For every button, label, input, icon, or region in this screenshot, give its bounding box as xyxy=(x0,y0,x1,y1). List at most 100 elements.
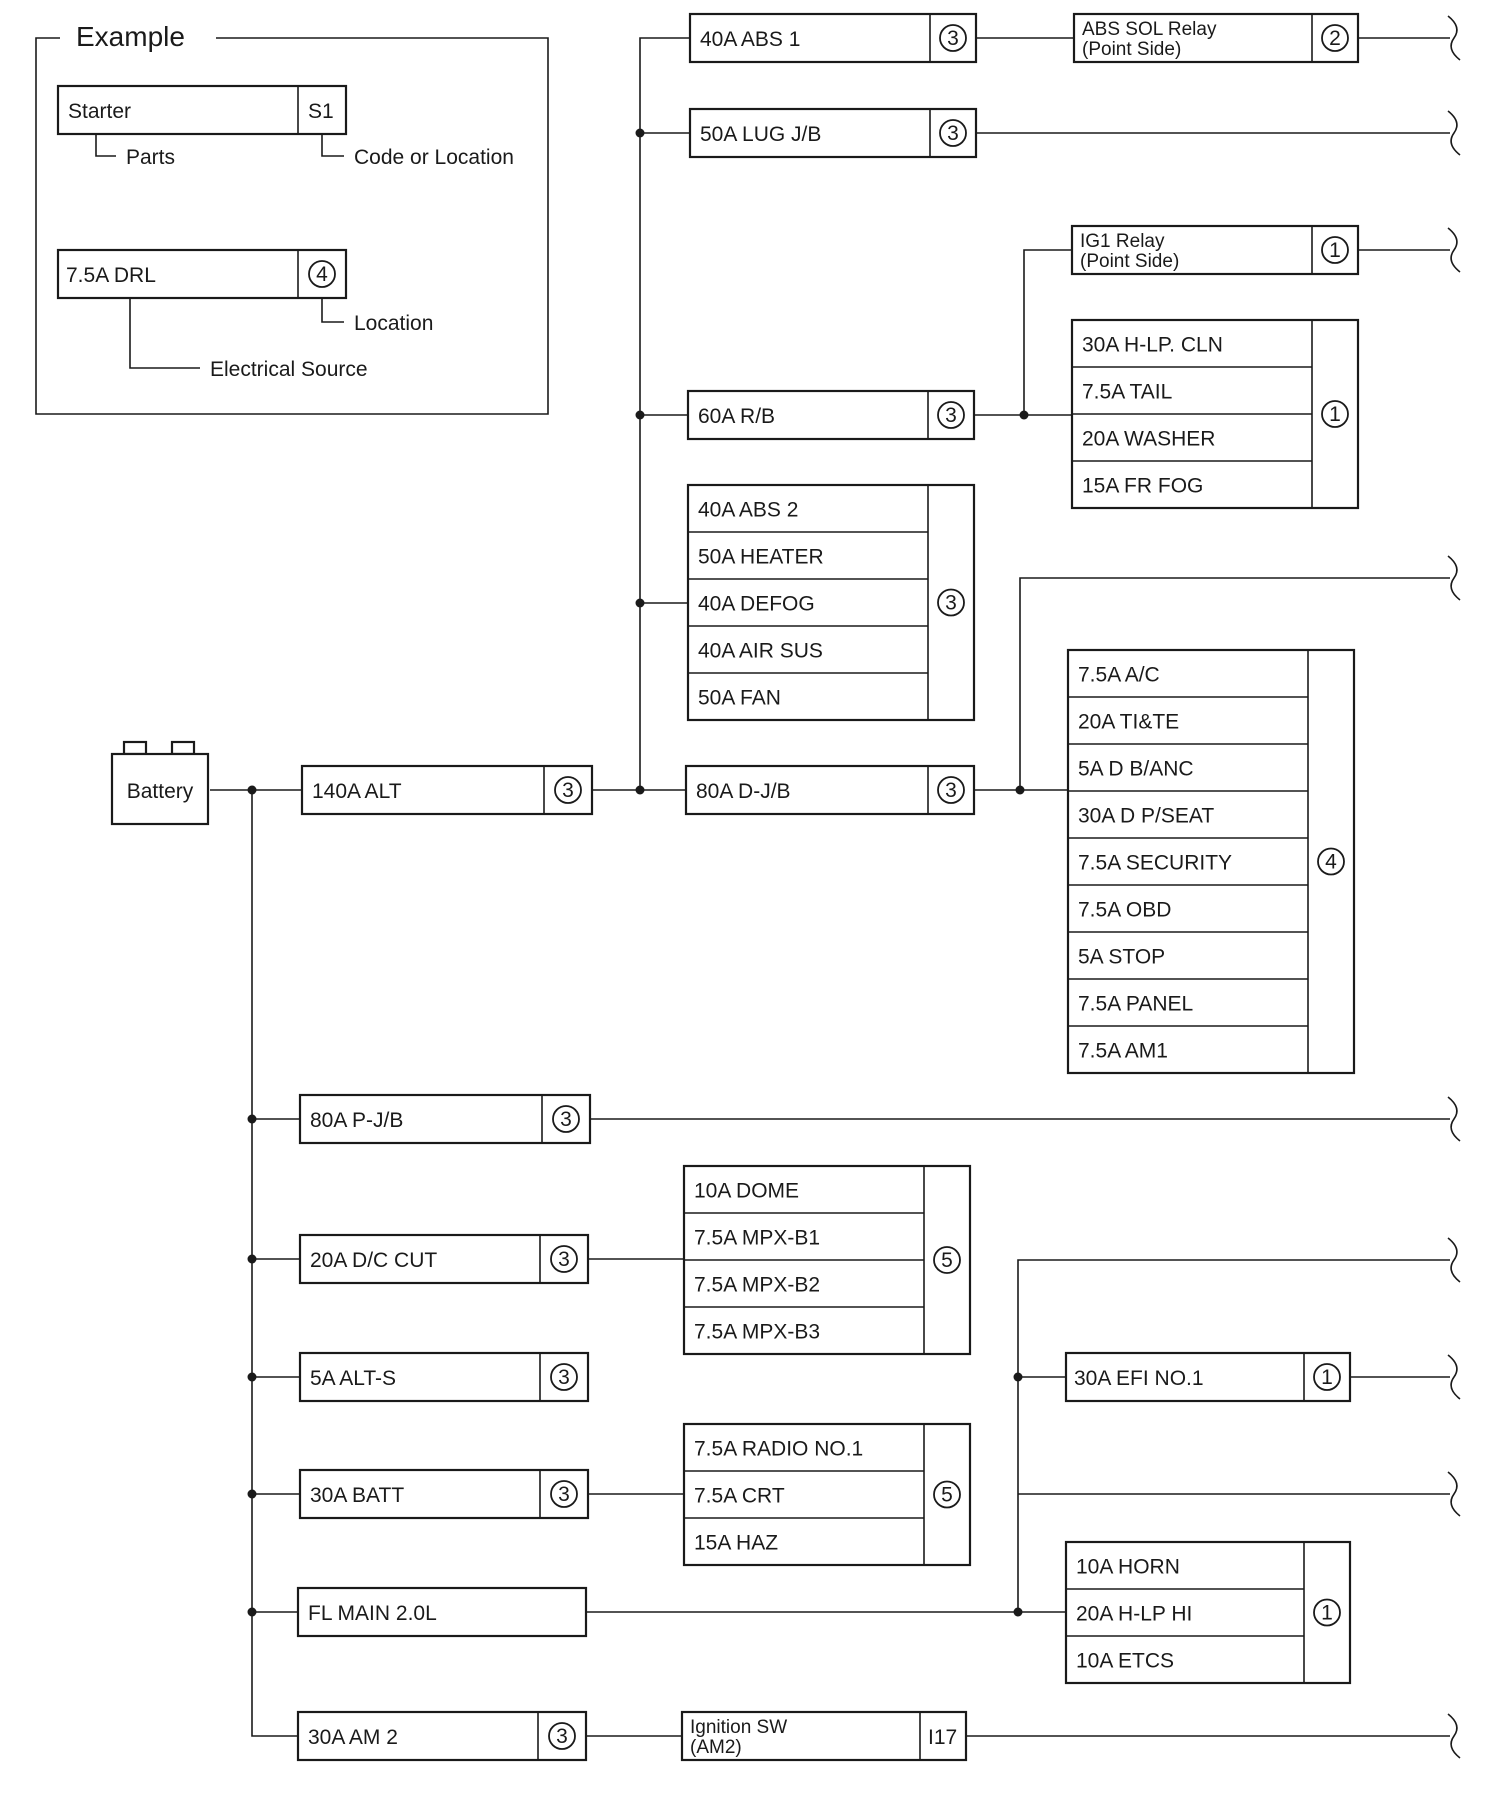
location-number: 3 xyxy=(945,404,957,427)
group-fuse-label: 30A D P/SEAT xyxy=(1078,805,1214,828)
legend-parts-label: Parts xyxy=(126,146,175,169)
relay-ig1: IG1 Relay (Point Side) 1 xyxy=(1070,224,1360,276)
group-fuse-label: 10A ETCS xyxy=(1076,1650,1174,1673)
fuse-80a-djb: 80A D-J/B 3 xyxy=(684,764,976,816)
location-number: 3 xyxy=(558,1366,570,1389)
fuse-50a-lug-jb: 50A LUG J/B 3 xyxy=(688,107,978,159)
fuse-label: 50A LUG J/B xyxy=(700,123,821,146)
relay-side: (Point Side) xyxy=(1080,251,1179,272)
location-number: 5 xyxy=(941,1249,953,1272)
fuse-30a-am2: 30A AM 2 3 xyxy=(296,1710,588,1762)
group-fuse-label: 7.5A MPX-B2 xyxy=(694,1274,820,1297)
legend-part-name: Starter xyxy=(68,100,131,123)
location-number: 1 xyxy=(1329,239,1341,262)
legend-title: Example xyxy=(76,21,185,52)
fuse-label: 40A ABS 1 xyxy=(700,28,800,51)
legend-location-leader xyxy=(321,298,344,323)
location-number: 2 xyxy=(1329,27,1341,50)
location-number: 3 xyxy=(556,1725,568,1748)
fuse-label: 140A ALT xyxy=(312,780,402,803)
battery-body xyxy=(110,752,210,826)
group-frame xyxy=(1066,648,1356,1075)
group-fuse-label: 20A TI&TE xyxy=(1078,711,1179,734)
switch-code: I17 xyxy=(928,1726,957,1749)
location-number: 3 xyxy=(558,1483,570,1506)
continuation-mark-lug-jb xyxy=(1447,110,1461,156)
group-fuse-label: 7.5A CRT xyxy=(694,1485,785,1508)
group-fuse-label: 7.5A SECURITY xyxy=(1078,852,1232,875)
group-fuse-label: 40A DEFOG xyxy=(698,593,815,616)
legend-location-circle xyxy=(308,260,336,288)
location-number: 5 xyxy=(941,1484,953,1507)
relay-side: (Point Side) xyxy=(1082,39,1181,60)
group-fuse-label: 7.5A OBD xyxy=(1078,899,1171,922)
legend-fuse-name: 7.5A DRL xyxy=(66,264,156,287)
continuation-mark-abs-sol xyxy=(1447,15,1461,61)
location-circle xyxy=(1317,847,1345,876)
ignition-switch-am2: Ignition SW (AM2) I17 xyxy=(680,1710,968,1762)
location-number: 3 xyxy=(560,1108,572,1131)
relay-name: IG1 Relay xyxy=(1080,231,1165,252)
location-number: 3 xyxy=(945,779,957,802)
location-circle xyxy=(939,24,967,52)
legend-parts-leader xyxy=(95,134,116,157)
fuse-60a-rb: 60A R/B 3 xyxy=(686,389,976,441)
fuse-fl-main-2-0l: FL MAIN 2.0L xyxy=(296,1586,588,1638)
fuse-40a-abs-1: 40A ABS 1 3 xyxy=(688,12,978,64)
legend-part-code: S1 xyxy=(308,100,334,123)
group-fuse-label: 10A DOME xyxy=(694,1180,799,1203)
legend-code-label: Code or Location xyxy=(354,146,514,169)
location-circle xyxy=(1313,1598,1341,1627)
continuation-mark-pjb xyxy=(1447,1096,1461,1142)
fuse-group-abs2: 40A ABS 2 50A HEATER 40A DEFOG 40A AIR SUS 5… xyxy=(686,483,976,722)
location-circle xyxy=(933,1246,961,1274)
fuse-80a-pjb: 80A P-J/B 3 xyxy=(298,1093,592,1145)
location-circle xyxy=(937,776,965,804)
continuation-mark-flmain-mid xyxy=(1447,1471,1461,1517)
fuse-20a-dc-cut: 20A D/C CUT 3 xyxy=(298,1233,590,1285)
continuation-mark-djb xyxy=(1447,555,1461,601)
location-circle xyxy=(1313,1363,1341,1391)
location-circle xyxy=(554,776,582,804)
group-fuse-label: 5A STOP xyxy=(1078,946,1165,969)
fuse-label: 30A AM 2 xyxy=(308,1726,398,1749)
group-fuse-label: 50A HEATER xyxy=(698,546,824,569)
battery-terminal-left xyxy=(122,740,148,756)
continuation-mark-efi xyxy=(1447,1354,1461,1400)
location-number: 3 xyxy=(558,1248,570,1271)
group-fuse-label: 20A H-LP HI xyxy=(1076,1603,1192,1626)
fuse-5a-alt-s: 5A ALT-S 3 xyxy=(298,1351,590,1403)
group-fuse-label: 40A ABS 2 xyxy=(698,499,798,522)
location-circle xyxy=(1321,24,1349,52)
fuse-label: 20A D/C CUT xyxy=(310,1249,437,1272)
group-fuse-label: 7.5A TAIL xyxy=(1082,381,1172,404)
location-number: 3 xyxy=(945,592,957,615)
example-legend: Example Starter S1 Parts Code or Locatio… xyxy=(35,21,549,415)
location-number: 3 xyxy=(947,27,959,50)
continuation-mark-ignition xyxy=(1447,1713,1461,1759)
battery-terminal-right xyxy=(170,740,196,756)
location-circle xyxy=(550,1363,578,1391)
group-fuse-label: 7.5A MPX-B1 xyxy=(694,1227,820,1250)
legend-source-leader xyxy=(129,298,200,369)
location-number: 1 xyxy=(1329,403,1341,426)
legend-location-label: Location xyxy=(354,312,433,335)
group-fuse-label: 50A FAN xyxy=(698,687,781,710)
fuse-label: 80A P-J/B xyxy=(310,1109,403,1132)
group-fuse-label: 40A AIR SUS xyxy=(698,640,823,663)
group-fuse-label: 20A WASHER xyxy=(1082,428,1215,451)
legend-code-leader xyxy=(321,134,344,157)
group-frame xyxy=(1064,1540,1352,1685)
location-number: 1 xyxy=(1321,1602,1333,1625)
switch-side: (AM2) xyxy=(690,1737,742,1758)
fuse-label: 80A D-J/B xyxy=(696,780,791,803)
group-fuse-label: 7.5A A/C xyxy=(1078,664,1160,687)
switch-name: Ignition SW xyxy=(690,1717,787,1738)
fuse-label: FL MAIN 2.0L xyxy=(308,1602,437,1625)
group-fuse-label: 5A D B/ANC xyxy=(1078,758,1194,781)
location-number: 3 xyxy=(947,122,959,145)
